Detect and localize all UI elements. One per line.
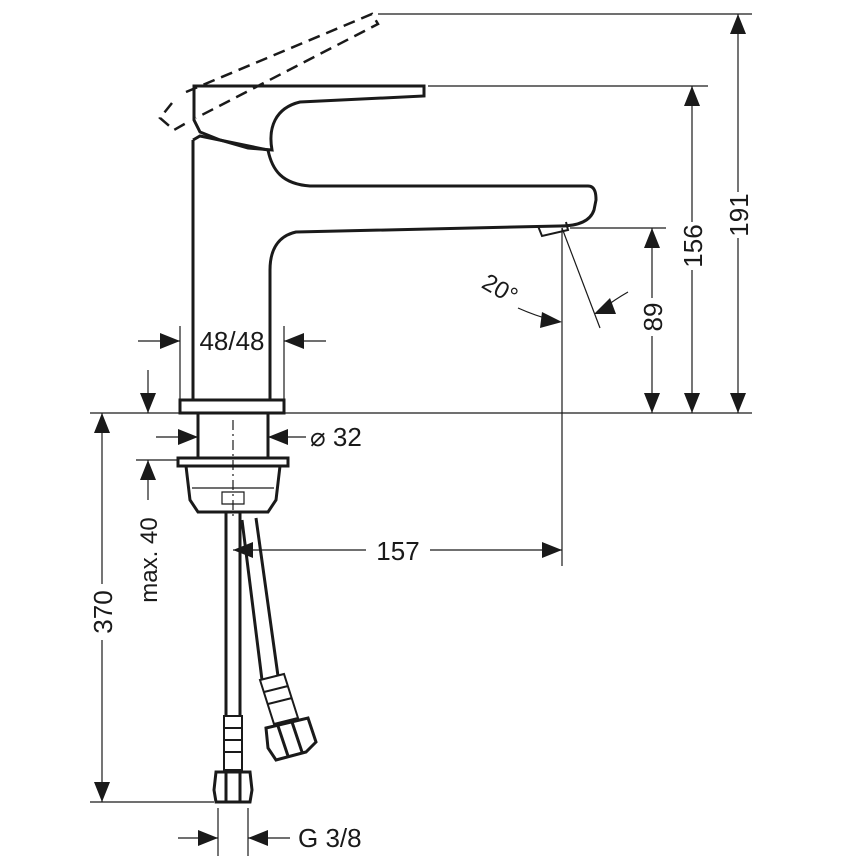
label-bg-191 [726, 192, 752, 238]
spout-aerator [537, 221, 570, 238]
arrow-157-right [542, 542, 562, 558]
arrow-40-bottom [140, 460, 156, 480]
dimension-labels: 191 156 89 20° 48/48 ⌀ 32 157 max. 40 37… [88, 193, 754, 853]
label-bg-370 [90, 584, 116, 640]
arrow-32-left [178, 429, 198, 445]
arrow-40-top [140, 393, 156, 413]
arrow-89-bottom [644, 393, 660, 413]
arrow-g38-left [198, 830, 218, 846]
arrow-32-right [268, 429, 288, 445]
arrow-angle-left [540, 312, 562, 328]
arrow-191-top [730, 14, 746, 34]
label-370: 370 [88, 590, 118, 633]
label-156: 156 [678, 224, 708, 267]
hose-angled-ferrule [258, 672, 300, 726]
label-157: 157 [376, 536, 419, 566]
angle-flow-line [561, 227, 601, 329]
label-89: 89 [638, 303, 668, 332]
hose-angled-nut [264, 716, 318, 762]
hose-angled [240, 517, 280, 681]
label-bg-89 [640, 298, 666, 336]
arrow-370-bottom [94, 782, 110, 802]
body-and-spout [191, 134, 598, 400]
fixing-nut [184, 464, 282, 514]
arrow-48-right [284, 333, 304, 349]
arrow-191-bottom [730, 393, 746, 413]
hose-straight-ferrule [223, 715, 243, 771]
label-angle: 20° [477, 269, 522, 311]
hose-straight [224, 512, 242, 716]
dimension-lines [90, 13, 752, 856]
label-48-48: 48/48 [199, 326, 264, 356]
base-flange [178, 398, 286, 415]
lever-raised-end [158, 102, 189, 132]
label-191: 191 [724, 193, 754, 236]
arrow-g38-right [248, 830, 268, 846]
label-g38: G 3/8 [298, 823, 362, 853]
lever-raised-position [185, 12, 380, 120]
arrow-156-top [684, 86, 700, 106]
arrow-157-left [233, 542, 253, 558]
hoses [212, 512, 318, 804]
shank [196, 413, 270, 458]
label-diameter-32: ⌀ 32 [310, 422, 362, 452]
arrow-angle-right [594, 298, 616, 314]
faucet-body [158, 12, 598, 520]
label-bg-157 [366, 536, 430, 564]
label-bg-156 [680, 222, 706, 270]
hose-straight-nut [212, 770, 254, 804]
label-max-40: max. 40 [136, 517, 163, 602]
arrow-89-top [644, 228, 660, 248]
arrow-370-top [94, 413, 110, 433]
arrow-156-bottom [684, 393, 700, 413]
arrow-48-left [160, 333, 180, 349]
